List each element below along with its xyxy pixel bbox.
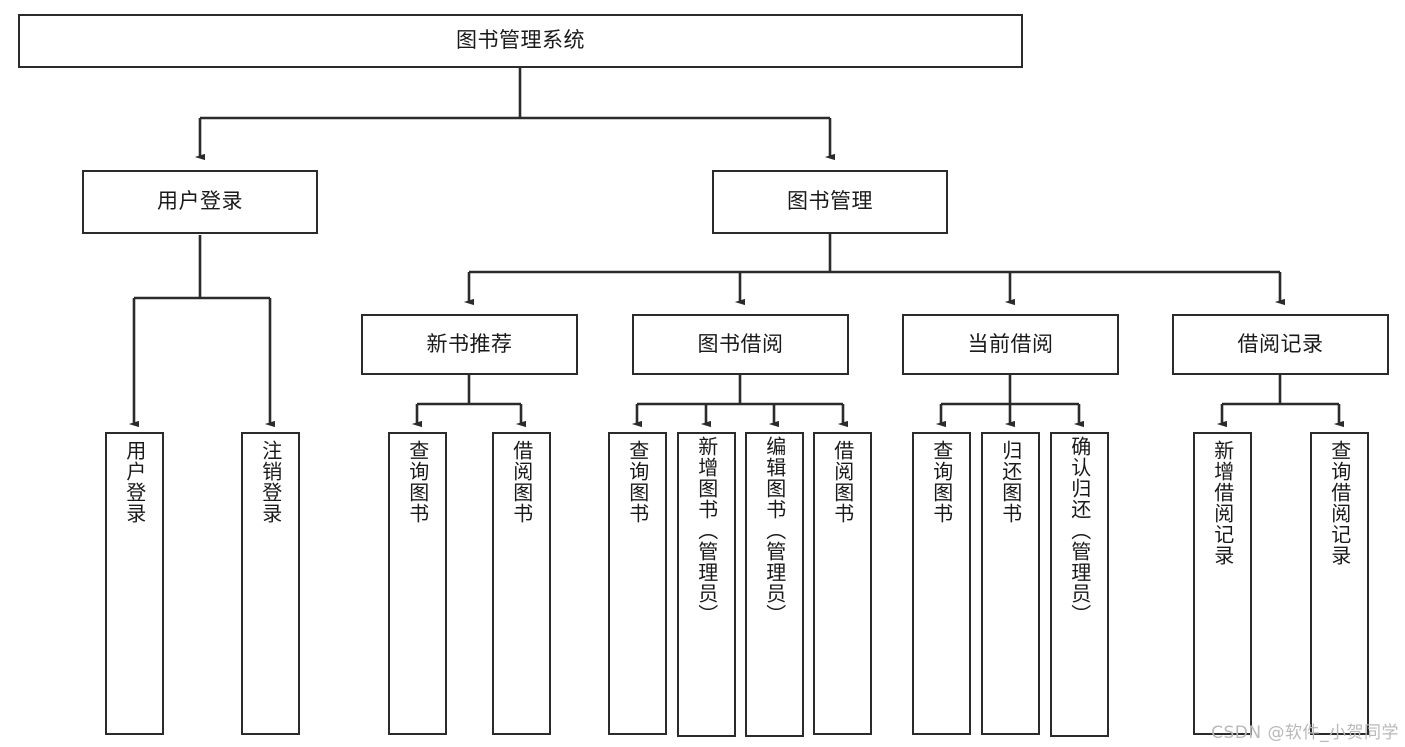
leaf-query-book-1[interactable]: 查询图书 [388,432,447,735]
node-new-book-recommend-label: 新书推荐 [426,331,513,356]
node-current-borrow-label: 当前借阅 [967,331,1054,356]
node-root-label: 图书管理系统 [456,28,585,53]
node-root[interactable]: 图书管理系统 [18,14,1023,68]
leaf-query-book-3-label: 查询图书 [929,440,954,524]
node-book-borrow-label: 图书借阅 [697,331,784,356]
leaf-add-borrow-record-label: 新增借阅记录 [1210,440,1235,566]
node-borrow-record-label: 借阅记录 [1237,331,1324,356]
leaf-logout-label: 注销登录 [258,440,283,524]
leaf-query-book-1-label: 查询图书 [405,440,430,524]
node-user-login[interactable]: 用户登录 [82,170,318,234]
leaf-user-login[interactable]: 用户登录 [105,432,164,735]
leaf-logout[interactable]: 注销登录 [241,432,300,735]
node-new-book-recommend[interactable]: 新书推荐 [361,314,578,375]
node-borrow-record[interactable]: 借阅记录 [1172,314,1389,375]
leaf-query-book-2[interactable]: 查询图书 [608,432,667,735]
node-book-manage-label: 图书管理 [787,189,873,214]
leaf-user-login-label: 用户登录 [122,440,147,524]
leaf-confirm-return-admin-label: 确认归还（管理员） [1067,436,1092,625]
leaf-query-book-2-label: 查询图书 [625,440,650,524]
leaf-borrow-book-1[interactable]: 借阅图书 [492,432,551,735]
watermark-text: CSDN @软件_小贺同学 [1211,723,1399,743]
leaf-edit-book-admin-label: 编辑图书（管理员） [762,436,787,625]
leaf-confirm-return-admin[interactable]: 确认归还（管理员） [1050,432,1109,737]
leaf-borrow-book-1-label: 借阅图书 [509,440,534,524]
leaf-return-book-label: 归还图书 [998,440,1023,524]
leaf-add-borrow-record[interactable]: 新增借阅记录 [1193,432,1252,735]
leaf-add-book-admin-label: 新增图书（管理员） [694,436,719,625]
leaf-borrow-book-2[interactable]: 借阅图书 [813,432,872,735]
node-current-borrow[interactable]: 当前借阅 [902,314,1119,375]
node-book-borrow[interactable]: 图书借阅 [632,314,849,375]
leaf-edit-book-admin[interactable]: 编辑图书（管理员） [745,432,804,737]
leaf-query-book-3[interactable]: 查询图书 [912,432,971,735]
leaf-add-book-admin[interactable]: 新增图书（管理员） [677,432,736,737]
leaf-query-borrow-record[interactable]: 查询借阅记录 [1310,432,1369,735]
leaf-query-borrow-record-label: 查询借阅记录 [1327,440,1352,566]
node-user-login-label: 用户登录 [157,189,243,214]
leaf-return-book[interactable]: 归还图书 [981,432,1040,735]
leaf-borrow-book-2-label: 借阅图书 [830,440,855,524]
node-book-manage[interactable]: 图书管理 [712,170,948,234]
